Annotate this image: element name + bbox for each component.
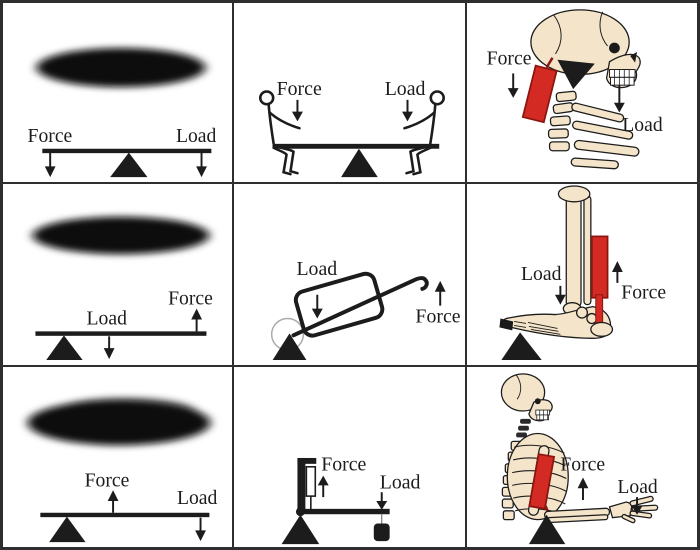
biceps-muscle-highlight — [528, 453, 556, 510]
fulcrum-triangle — [110, 152, 148, 178]
load-arrow-down-icon — [196, 152, 207, 178]
load-arrow-down-icon — [402, 99, 413, 122]
load-arrow-down-icon — [376, 492, 388, 510]
force-label: Force — [168, 288, 213, 310]
eye-socket — [609, 42, 620, 54]
force-arrow-up-icon — [191, 308, 203, 332]
cell-third-class-schematic: Force Load — [3, 367, 234, 547]
load-arrow-down-icon — [613, 85, 625, 113]
pivot-joint — [295, 507, 305, 517]
fulcrum-triangle — [46, 335, 83, 361]
fulcrum-triangle — [272, 333, 307, 361]
load-label: Load — [176, 126, 217, 147]
piston-cylinder — [305, 466, 317, 510]
fulcrum-triangle — [341, 148, 378, 178]
lever-bar — [40, 512, 210, 518]
cell-head-neck-anatomy: Force Load — [467, 3, 697, 184]
force-label: Force — [321, 454, 366, 476]
wheelbarrow-bin — [293, 271, 385, 338]
load-label: Load — [380, 471, 421, 493]
cell-wheelbarrow-example: Load Force — [234, 184, 467, 367]
redacted-caption-smudge — [32, 216, 210, 255]
calf-muscle-highlight — [590, 235, 609, 299]
hand-bones — [608, 495, 659, 524]
load-label: Load — [521, 263, 562, 285]
cell-arm-elbow-anatomy: Force Load — [467, 367, 697, 547]
torso-arm-illustration: Force Load — [500, 373, 659, 545]
force-arrow-down-icon — [507, 73, 519, 98]
skull-illustration — [530, 9, 641, 89]
force-label: Force — [415, 305, 460, 327]
redacted-caption-smudge — [27, 397, 211, 446]
force-label: Force — [560, 455, 605, 476]
teeth — [609, 69, 636, 86]
cell-first-class-schematic: Force Load — [3, 3, 234, 184]
ribs — [570, 102, 640, 170]
force-label: Force — [277, 78, 322, 100]
fulcrum-triangle — [501, 332, 542, 361]
muscle-tendon — [545, 57, 554, 69]
load-label: Load — [177, 488, 218, 509]
fulcrum-triangle — [528, 514, 566, 545]
support-post — [297, 457, 317, 512]
fulcrum-triangle — [49, 516, 86, 543]
load-label: Load — [622, 115, 663, 136]
foot-bones — [499, 305, 612, 339]
load-label: Load — [617, 477, 658, 498]
second-class-lever-schematic: Force Load — [32, 216, 213, 361]
skull-illustration — [500, 373, 553, 422]
load-label: Load — [87, 307, 128, 329]
lever-bar — [35, 331, 207, 336]
wheelbarrow-illustration: Load Force — [270, 258, 461, 361]
cell-lifting-arm-example: Force Load — [234, 367, 467, 547]
load-arrow-down-icon — [311, 294, 323, 319]
force-arrow-up-icon — [611, 261, 623, 283]
leg-foot-illustration: Load Force — [499, 185, 666, 361]
force-arrow-down-icon — [291, 99, 303, 122]
force-label: Force — [621, 282, 666, 304]
fulcrum-shadow-triangle — [557, 59, 595, 90]
force-arrow-up-icon — [434, 280, 446, 306]
cell-second-class-schematic: Force Load — [3, 184, 234, 367]
lever-beam — [300, 508, 390, 515]
piston-lever-illustration: Force Load — [281, 454, 421, 545]
load-arrow-down-icon — [554, 285, 566, 305]
cervical-spine — [547, 90, 577, 152]
seesaw-illustration: Force Load — [258, 78, 445, 178]
load-arrow-down-icon — [631, 497, 643, 515]
force-arrow-up-icon — [317, 475, 329, 498]
force-label: Force — [28, 126, 73, 147]
forearm-bones — [544, 507, 611, 524]
neck-vertebrae — [516, 418, 531, 438]
cell-foot-ankle-anatomy: Load Force — [467, 184, 697, 367]
weight-block — [373, 523, 390, 542]
wheelbarrow-handle — [291, 276, 429, 338]
neck-muscle-highlight — [521, 64, 558, 124]
force-arrow-up-icon — [577, 477, 589, 501]
load-label: Load — [385, 78, 426, 100]
first-class-lever-schematic: Force Load — [28, 47, 217, 178]
load-label: Load — [296, 258, 337, 280]
heel-bone — [590, 321, 614, 337]
force-label: Force — [85, 470, 130, 491]
eye-socket — [534, 398, 541, 405]
lever-bar — [42, 148, 212, 154]
toe-tip — [499, 318, 514, 331]
load-arrow-down-icon — [195, 517, 206, 542]
nasal-opening — [630, 51, 638, 63]
third-class-lever-schematic: Force Load — [27, 397, 218, 543]
right-stick-figure — [403, 90, 445, 176]
achilles-tendon — [595, 294, 604, 325]
force-label: Force — [487, 49, 532, 70]
load-arrow-down-icon — [103, 336, 115, 360]
force-arrow-up-icon — [107, 490, 119, 513]
cell-seesaw-example: Force Load — [234, 3, 467, 184]
force-arrow-down-icon — [44, 152, 56, 178]
skull-neck-illustration: Force Load — [487, 9, 663, 170]
redacted-caption-smudge — [36, 47, 206, 88]
lower-leg-bones — [557, 185, 592, 316]
seesaw-plank — [273, 143, 440, 149]
fulcrum-triangle — [281, 514, 320, 545]
left-stick-figure — [258, 90, 301, 176]
